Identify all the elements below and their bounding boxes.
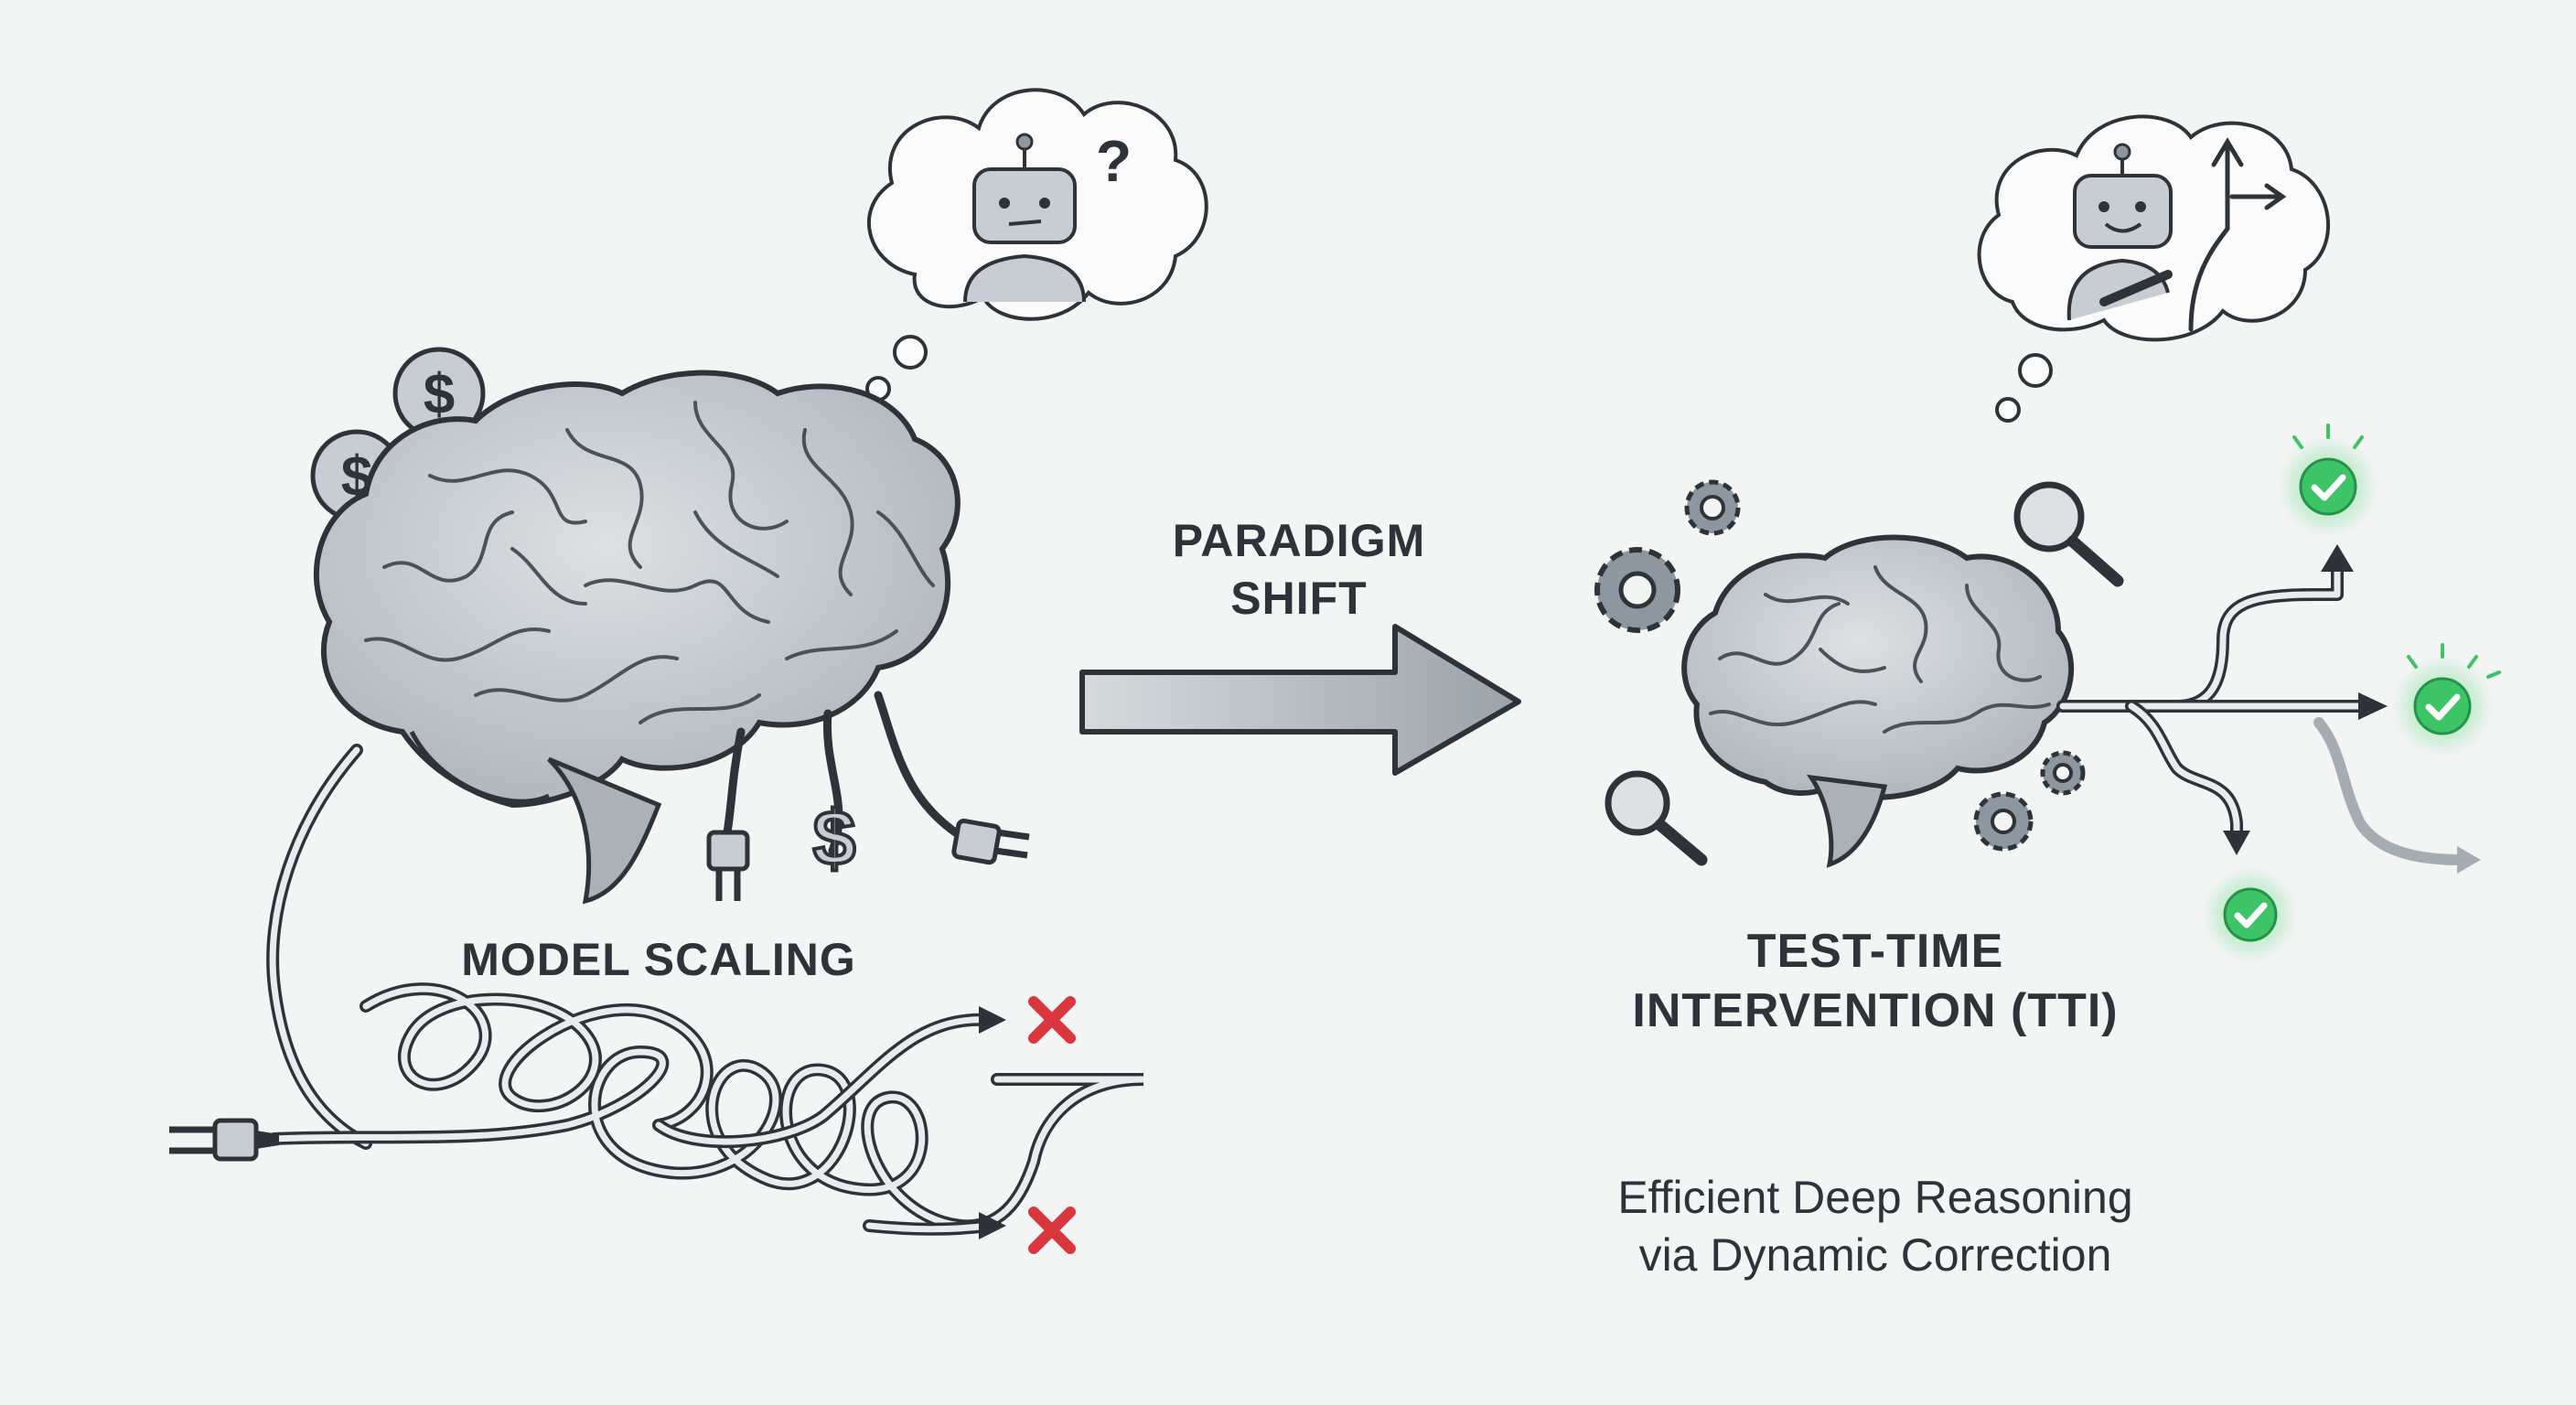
tangled-cables	[266, 691, 1144, 1236]
failure-x-icon	[1028, 1207, 1076, 1254]
paradigm-shift-line2: SHIFT	[1230, 572, 1368, 624]
tti-label-line1: TEST-TIME	[1746, 925, 2004, 978]
gear-icon	[1594, 547, 1680, 633]
success-check-icon	[2392, 643, 2501, 756]
success-check-icon	[2203, 867, 2298, 962]
path-arrowhead-icon	[2223, 544, 2481, 874]
paradigm-shift-label: PARADIGM SHIFT	[1070, 512, 1528, 627]
gear-icon	[1973, 791, 2034, 852]
large-brain-icon	[314, 370, 961, 905]
gear-icon	[2040, 750, 2086, 796]
tti-label: TEST-TIME INTERVENTION (TTI)	[1555, 922, 2195, 1041]
tti-label-line2: INTERVENTION (TTI)	[1632, 984, 2119, 1037]
svg-text:$: $	[424, 363, 455, 426]
power-plug-icon	[706, 830, 750, 901]
branching-path-icon	[2188, 137, 2287, 332]
cable-arrowhead-icon	[979, 1006, 1006, 1239]
tagline-line1: Efficient Deep Reasoning	[1617, 1172, 2133, 1223]
paradigm-shift-line1: PARADIGM	[1172, 515, 1426, 566]
magnifier-icon	[2013, 481, 2124, 587]
power-plug-icon	[169, 1118, 279, 1162]
dollar-sign-icon: $	[813, 795, 856, 881]
model-scaling-text: MODEL SCALING	[461, 934, 856, 985]
tagline-line2: via Dynamic Correction	[1638, 1228, 2112, 1281]
magnifier-icon	[1605, 770, 1708, 866]
success-check-icon	[2278, 424, 2378, 537]
paradigm-shift-arrow	[1079, 624, 1521, 776]
reasoning-paths	[2056, 561, 2466, 865]
tagline: Efficient Deep Reasoning via Dynamic Cor…	[1537, 1169, 2214, 1283]
power-plug-icon	[951, 818, 1030, 865]
gear-icon	[1684, 479, 1741, 536]
question-mark-icon: ?	[1096, 128, 1132, 194]
small-brain-icon	[1681, 534, 2075, 868]
confused-robot-icon	[963, 133, 1086, 303]
model-scaling-label: MODEL SCALING	[384, 931, 933, 989]
left-thought-cloud	[865, 88, 1208, 402]
dollar-coin-icon: $	[392, 347, 486, 440]
failure-x-icon	[1028, 996, 1076, 1044]
happy-robot-icon	[2066, 143, 2173, 321]
